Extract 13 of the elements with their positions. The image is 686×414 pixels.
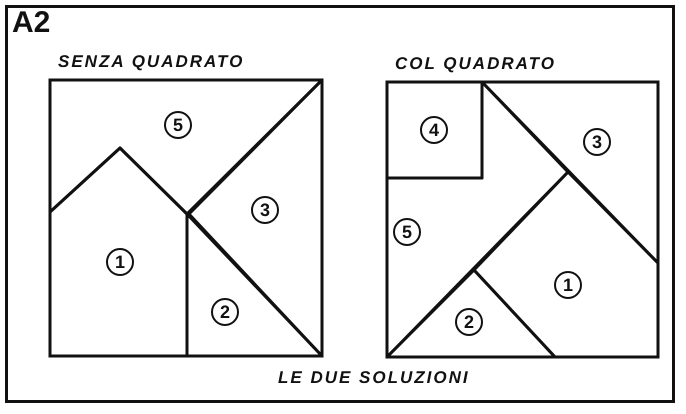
piece-number: 1 [106,248,134,276]
caption: LE DUE SOLUZIONI [278,368,470,388]
heading: COL QUADRATO [395,54,556,74]
piece-number: 5 [393,218,421,246]
piece-number: 3 [583,128,611,156]
title: A2 [12,6,50,40]
piece-number: 1 [554,271,582,299]
piece-number: 5 [164,111,192,139]
piece-number: 2 [211,298,239,326]
heading: SENZA QUADRATO [58,52,244,72]
piece-number: 3 [251,196,279,224]
piece-number: 2 [455,308,483,336]
piece-number: 4 [420,116,448,144]
